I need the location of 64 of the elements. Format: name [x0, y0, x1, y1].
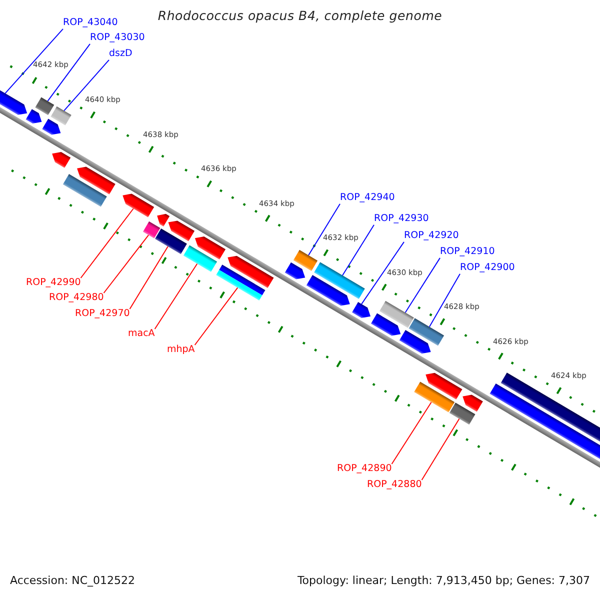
gene-feature — [42, 118, 61, 135]
leader-line — [129, 246, 168, 310]
gene-feature — [306, 275, 350, 306]
gene-feature — [228, 256, 274, 288]
leader-line — [47, 43, 90, 102]
accession-text: Accession: NC_012522 — [10, 575, 136, 588]
gene-feature — [399, 330, 431, 354]
gene-label: ROP_42980 — [49, 293, 104, 304]
feature-bar — [449, 402, 476, 425]
feature-bar — [50, 106, 72, 126]
feature-bar — [379, 300, 414, 328]
gene-feature — [168, 220, 195, 242]
feature-bar — [293, 250, 318, 271]
feature-bar — [490, 383, 600, 460]
gene-label: ROP_42900 — [460, 263, 515, 274]
feature-bar — [155, 228, 187, 254]
gene-feature — [370, 313, 401, 336]
feature-bar — [314, 262, 365, 299]
leader-line — [154, 263, 198, 330]
gene-label: dszD — [109, 49, 132, 60]
feature-bar — [414, 382, 455, 412]
leader-line — [64, 59, 110, 112]
gene-feature — [352, 302, 371, 318]
gene-feature — [426, 372, 462, 400]
leader-line — [308, 203, 340, 256]
gene-label: ROP_43030 — [90, 33, 145, 44]
gene-label: ROP_42880 — [367, 480, 422, 491]
leader-line — [404, 257, 440, 314]
feature-bar — [216, 264, 266, 300]
feature-bar — [142, 221, 160, 238]
feature-bar — [62, 174, 107, 207]
leader-line — [428, 273, 460, 328]
gene-label: ROP_42940 — [340, 193, 395, 204]
leader-line — [194, 287, 238, 346]
gene-label: macA — [128, 329, 155, 340]
gene-label: ROP_42990 — [26, 278, 81, 289]
map-title: Rhodococcus opacus B4, complete genome — [158, 9, 442, 24]
gene-label: ROP_43040 — [63, 18, 118, 29]
gene-feature — [0, 90, 28, 115]
gene-feature — [122, 194, 154, 218]
gene-label: ROP_42930 — [374, 214, 429, 225]
feature-bar — [408, 318, 444, 346]
gene-label: ROP_42910 — [440, 247, 495, 258]
gene-feature — [194, 236, 226, 260]
genome-stats-text: Topology: linear; Length: 7,913,450 bp; Genes: 7,307 — [297, 575, 590, 588]
gene-feature — [284, 262, 306, 280]
gene-feature — [52, 152, 71, 168]
gene-label: ROP_42920 — [404, 231, 459, 242]
gene-feature — [157, 214, 170, 226]
gene-label: ROP_42970 — [75, 309, 130, 320]
leader-line — [421, 418, 460, 480]
feature-bar — [500, 372, 600, 442]
gene-label: mhpA — [167, 345, 195, 356]
leader-line — [103, 234, 150, 294]
gene-feature — [462, 394, 483, 412]
gene-feature — [26, 109, 42, 124]
leader-line — [361, 241, 404, 305]
gene-label: ROP_42890 — [337, 464, 392, 475]
leader-line — [391, 402, 432, 464]
leader-line — [80, 208, 134, 278]
gene-feature — [77, 166, 116, 194]
leader-line — [342, 224, 374, 276]
feature-bar — [183, 245, 218, 272]
feature-bar — [35, 97, 54, 116]
